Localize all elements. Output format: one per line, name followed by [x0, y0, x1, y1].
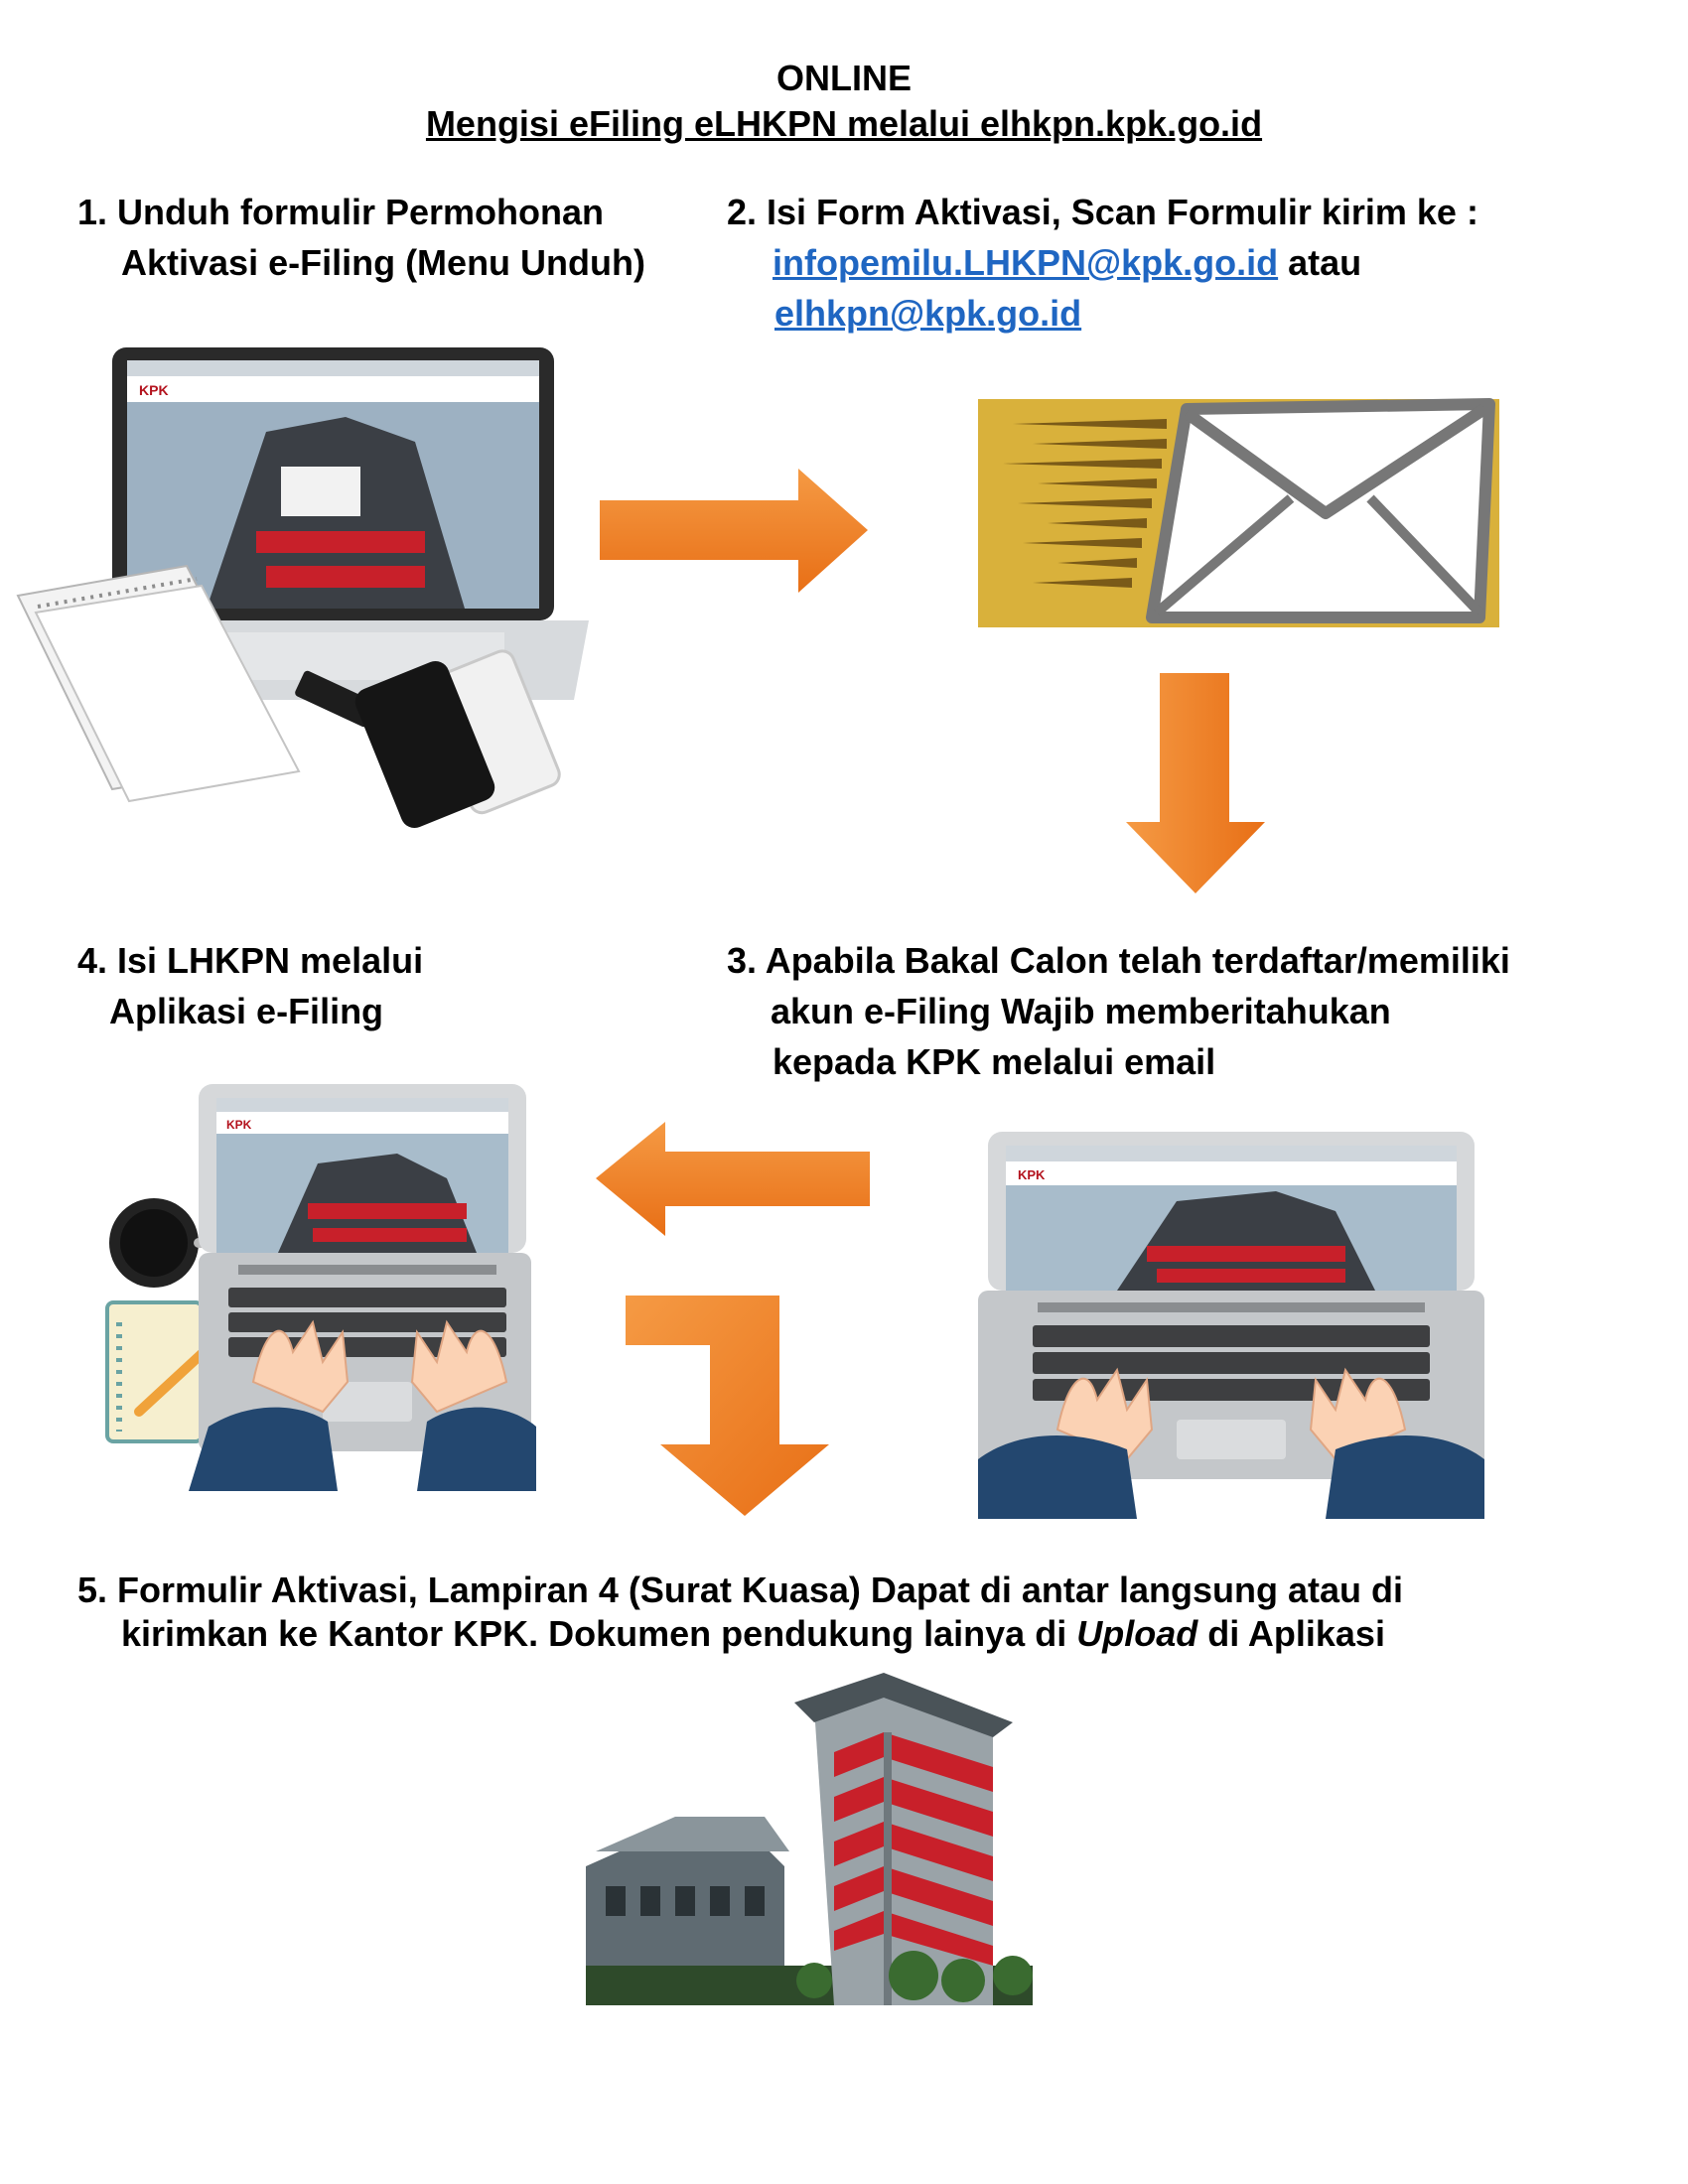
laptop-typing-with-mug-icon: KPK: [105, 1084, 536, 1491]
envelope-icon: [978, 398, 1499, 627]
screen-logo: KPK: [1018, 1167, 1046, 1182]
step-2-text: 2. Isi Form Aktivasi, Scan Formulir kiri…: [727, 187, 1478, 339]
laptop-with-notebooks-icon: KPK: [16, 347, 589, 829]
email-link-infopemilu[interactable]: infopemilu.LHKPN@kpk.go.id: [773, 242, 1279, 283]
step-1-text: 1. Unduh formulir Permohonan Aktivasi e-…: [77, 187, 645, 288]
step-3-line-1: 3. Apabila Bakal Calon telah terdaftar/m…: [727, 940, 1510, 981]
screen-logo: KPK: [139, 382, 169, 398]
step-3-line-3: kepada KPK melalui email: [773, 1041, 1216, 1082]
step-5-line-2: kirimkan ke Kantor KPK. Dokumen pendukun…: [121, 1613, 1385, 1654]
step-4-text: 4. Isi LHKPN melalui Aplikasi e-Filing: [77, 935, 423, 1036]
arrow-left-icon: [596, 1122, 870, 1236]
arrow-down-icon: [1126, 673, 1265, 893]
upload-word: Upload: [1076, 1613, 1198, 1654]
step-5-text: 5. Formulir Aktivasi, Lampiran 4 (Surat …: [77, 1569, 1403, 1656]
arrow-right-icon: [600, 469, 868, 593]
step-5-line-1: 5. Formulir Aktivasi, Lampiran 4 (Surat …: [77, 1570, 1403, 1610]
step-4-line-2: Aplikasi e-Filing: [109, 991, 384, 1031]
page-title: ONLINE: [775, 58, 912, 98]
step-2-connector: atau: [1288, 242, 1362, 283]
step-3-text: 3. Apabila Bakal Calon telah terdaftar/m…: [727, 935, 1510, 1087]
laptop-typing-icon: KPK: [978, 1132, 1484, 1519]
step-2-line-1: 2. Isi Form Aktivasi, Scan Formulir kiri…: [727, 192, 1478, 232]
step-1-line-2: Aktivasi e-Filing (Menu Unduh): [121, 242, 645, 283]
screen-logo: KPK: [226, 1118, 252, 1132]
step-3-line-2: akun e-Filing Wajib memberitahukan: [771, 991, 1391, 1031]
kpk-building-icon: [586, 1673, 1033, 2005]
page-subtitle: Mengisi eFiling eLHKPN melalui elhkpn.kp…: [425, 103, 1263, 144]
arrow-elbow-down-icon: [626, 1296, 829, 1516]
step-1-line-1: 1. Unduh formulir Permohonan: [77, 192, 605, 232]
email-link-elhkpn[interactable]: elhkpn@kpk.go.id: [774, 293, 1082, 334]
step-4-line-1: 4. Isi LHKPN melalui: [77, 940, 424, 981]
